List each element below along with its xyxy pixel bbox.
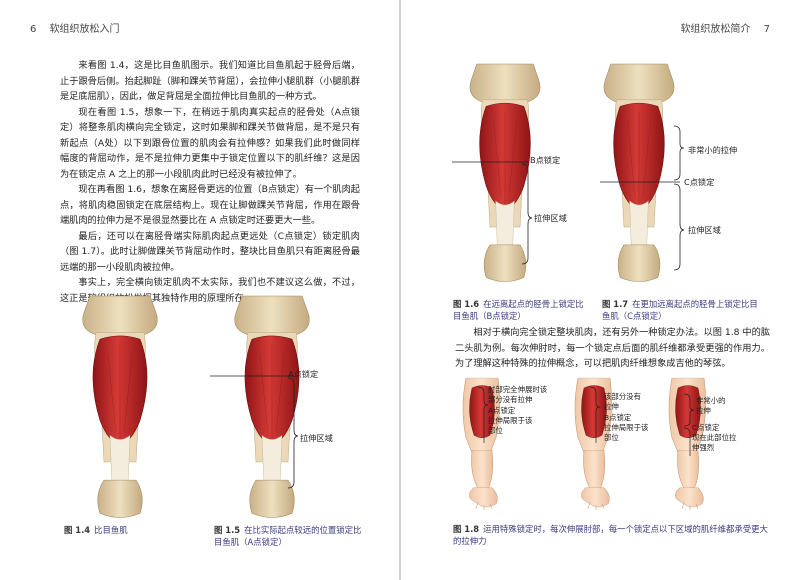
figure-1-5-number: 图 1.5: [214, 525, 241, 535]
stretch-area-bracket: [521, 163, 533, 265]
right-running-title: 软组织放松简介: [680, 24, 751, 35]
figure-1-4-number: 图 1.4: [64, 525, 91, 535]
book-spine: [399, 0, 401, 580]
arm-1-stretch-label: 拉伸局限于该部位: [488, 416, 533, 435]
arm-3-lock-label: C点锁定: [692, 423, 720, 432]
figure-1-5-caption-text: 在比实际起点较远的位置锁定比目鱼肌（A点锁定）: [214, 525, 362, 547]
stretch-area-bracket: [287, 377, 299, 489]
arm-3-stretch-label: 现在此部位拉伸强烈: [692, 433, 737, 452]
paragraph-2: 现在看图 1.5，想象一下，在稍远于肌肉真实起点的胫骨处（A点锁定）将整条肌肉横…: [60, 106, 360, 180]
figure-1-6-stretch-label: 拉伸区域: [534, 213, 567, 223]
right-body-text: 相对于横向完全锁定整块肌肉，还有另外一种锁定办法。以图 1.8 中的肱二头肌为例…: [455, 325, 770, 372]
paragraph-1: 来看图 1.4，这是比目鱼肌图示。我们知道比目鱼肌起于胫骨后端，止于跟骨后侧。抬…: [60, 60, 360, 102]
left-page-number: 6: [30, 24, 37, 35]
paragraph-3: 现在再看图 1.6，想象在离胫骨更远的位置（B点锁定）有一个肌肉起点，将肌肉稳固…: [60, 184, 360, 226]
small-stretch-bracket: [673, 125, 685, 181]
figure-1-7-annotations: [600, 125, 685, 271]
arm-2-annotations: [589, 386, 601, 443]
left-running-title: 软组织放松入门: [49, 24, 120, 35]
figure-1-7-small-label: 非常小的拉伸: [688, 145, 738, 155]
figure-1-7-stretch-label: 拉伸区域: [688, 225, 721, 235]
figure-1-7-caption-text: 在更加远离起点的胫骨上锁定比目鱼肌（C点锁定）: [602, 299, 758, 321]
figure-1-5-annotations: [210, 375, 299, 489]
figure-1-6-caption-text: 在远离起点的胫骨上锁定比目鱼肌（B点锁定）: [453, 299, 584, 321]
arm-2-top-label: 该部分没有拉伸: [604, 392, 641, 411]
figure-1-7-number: 图 1.7: [602, 299, 629, 309]
paragraph-6: 相对于横向完全锁定整块肌肉，还有另外一种锁定办法。以图 1.8 中的肱二头肌为例…: [455, 327, 770, 369]
figure-1-6-lock-label: B点锁定: [530, 155, 561, 165]
left-header: 6 软组织放松入门: [30, 20, 120, 35]
arm-1-top-label: 肘部完全伸展时该部分没有拉伸: [488, 385, 548, 404]
figure-1-6-number: 图 1.6: [453, 299, 480, 309]
figure-1-5-stretch-label: 拉伸区域: [300, 433, 333, 443]
arm-2-stretch-label: 拉伸局限于该部位: [604, 423, 649, 442]
paragraph-4: 最后，还可以在离胫骨端实际肌肉起点更远处（C点锁定）锁定肌肉（图 1.7）。此时…: [60, 230, 360, 273]
right-header: 软组织放松简介 7: [680, 20, 770, 35]
left-body-text: 来看图 1.4，这是比目鱼肌图示。我们知道比目鱼肌起于胫骨后端，止于跟骨后侧。抬…: [60, 58, 360, 306]
arm-1-annotations: [477, 386, 489, 443]
arm-1-lock-label: A点锁定: [488, 406, 516, 415]
right-page-number: 7: [763, 24, 770, 35]
paragraph-5: 事实上，完全横向锁定肌肉不太实际，我们也不建议这么做，不过，这正是软组织放松发挥…: [60, 277, 360, 304]
arm-3-annotations: [683, 393, 695, 456]
arm-2-lock-label: B点锁定: [604, 413, 632, 422]
figure-1-5-lock-label: A点锁定: [288, 369, 319, 379]
figure-1-7-lock-label: C点锁定: [684, 177, 715, 187]
figure-1-4-caption-text: 比目鱼肌: [94, 525, 128, 535]
arm-3-top-label: 非常小的拉伸: [696, 396, 726, 415]
figure-1-8-caption-text: 运用特殊锁定时，每次伸展肘部，每一个锁定点以下区域的肌纤维都承受更大的拉伸力: [453, 524, 768, 546]
soleus-illustration: [82, 295, 158, 518]
figure-1-6-annotations: [452, 161, 533, 265]
figure-1-4: [70, 295, 170, 520]
figure-1-8-number: 图 1.8: [453, 524, 480, 534]
stretch-area-bracket: [673, 183, 685, 271]
